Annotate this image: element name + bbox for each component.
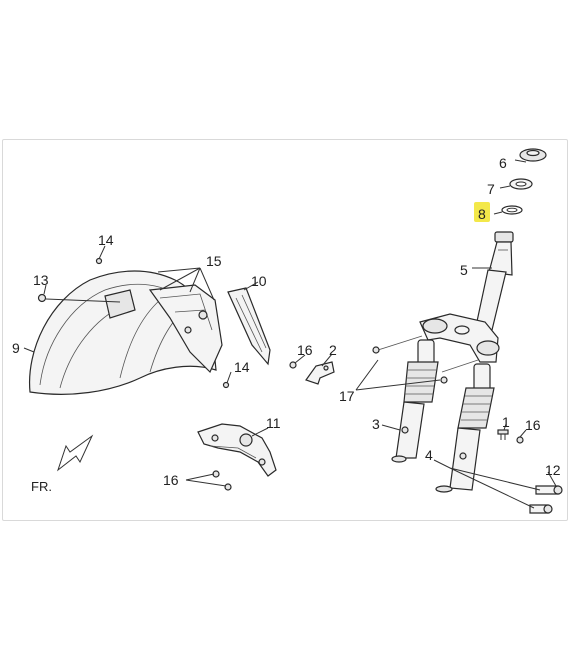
callout-12[interactable]: 12 [545,462,561,478]
screw-part-14-bottom[interactable] [222,381,230,389]
diagram-frame [2,139,568,521]
fender-bracket-part[interactable] [148,284,223,374]
callout-16-right[interactable]: 16 [525,417,541,433]
front-direction-label: FR. [31,479,52,494]
leader-lines [23,159,557,509]
screw-part-16-right[interactable] [516,436,524,444]
under-bracket-part[interactable] [372,313,500,384]
callout-15[interactable]: 15 [206,253,222,269]
right-fork-leg-part[interactable] [435,363,495,493]
bearing-seal-part-6[interactable] [519,148,547,162]
callout-2[interactable]: 2 [329,342,337,358]
callout-3[interactable]: 3 [372,416,380,432]
callout-17[interactable]: 17 [339,388,355,404]
bolt-part-13[interactable] [37,293,47,303]
clip-bracket-part[interactable] [305,361,335,385]
screw-part-14-top[interactable] [95,257,103,265]
callout-16-bracket[interactable]: 16 [163,472,179,488]
callout-1[interactable]: 1 [502,414,510,430]
bearing-race-part-7[interactable] [509,178,533,190]
callout-5[interactable]: 5 [460,262,468,278]
callout-6[interactable]: 6 [499,155,507,171]
callout-10[interactable]: 10 [251,273,267,289]
reflector-strip-part[interactable] [227,287,271,366]
callout-7[interactable]: 7 [487,181,495,197]
highlight-marker [474,202,490,222]
callout-11[interactable]: 11 [266,415,281,431]
front-direction-arrow-icon [57,434,94,472]
fork-bracket-part[interactable] [197,423,277,477]
screw-part-16-bracket[interactable] [212,470,232,491]
callout-4[interactable]: 4 [425,447,433,463]
callout-14-top[interactable]: 14 [98,232,114,248]
steel-ball-race-part-8[interactable] [501,205,523,215]
callout-13[interactable]: 13 [33,272,49,288]
callout-16-left[interactable]: 16 [297,342,313,358]
bolt-part-1[interactable] [497,429,509,440]
callout-14-bottom[interactable]: 14 [234,359,250,375]
callout-9[interactable]: 9 [12,340,20,356]
left-fork-leg-part[interactable] [391,339,439,463]
bolts-part-12[interactable] [529,485,563,514]
screw-part-16-left[interactable] [289,361,297,369]
steering-stem-part[interactable] [475,231,514,331]
callout-8[interactable]: 8 [478,206,486,222]
